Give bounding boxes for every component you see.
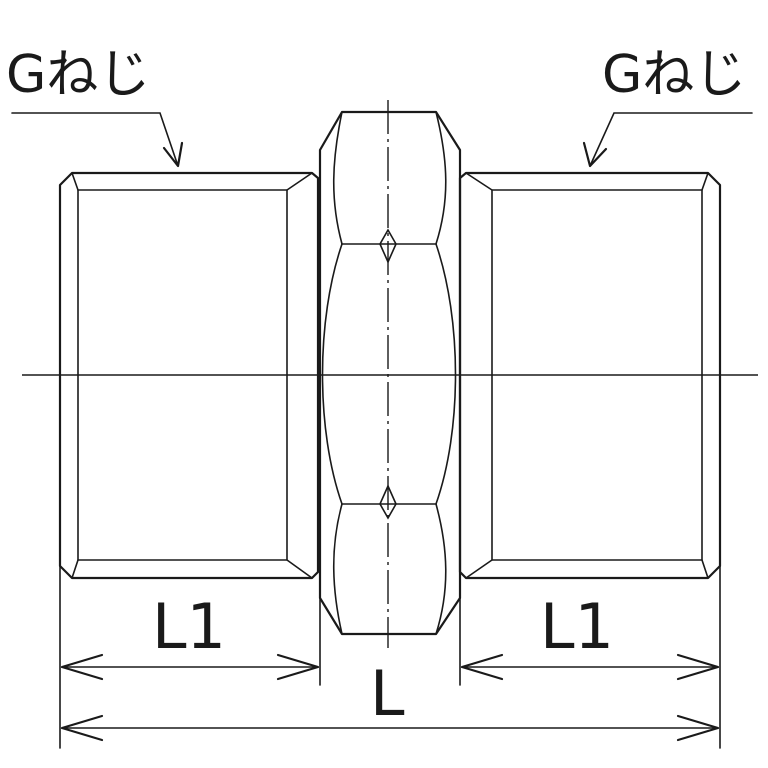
dim-l1-right-arrow-a bbox=[460, 653, 504, 681]
hex-arc-mid-right bbox=[435, 243, 457, 505]
dim-l1-right bbox=[460, 653, 720, 681]
hex-nut bbox=[318, 110, 462, 636]
dim-l1-left-arrow-b bbox=[276, 653, 320, 681]
left-thread-callout bbox=[11, 112, 184, 168]
left-leader-arrowhead bbox=[162, 141, 184, 168]
dim-l1-left bbox=[60, 653, 320, 681]
hex-arc-mid-left bbox=[321, 243, 343, 505]
dim-l-arrow-a bbox=[60, 714, 104, 742]
dim-l-overall bbox=[60, 714, 720, 742]
right-leader-line bbox=[589, 112, 753, 167]
dim-label-l1-right: L1 bbox=[540, 590, 614, 663]
dim-label-l1-left: L1 bbox=[152, 590, 226, 663]
dim-l-arrow-b bbox=[676, 714, 720, 742]
dim-l1-right-arrow-b bbox=[676, 653, 720, 681]
thread-label-left: Gねじ bbox=[6, 45, 150, 105]
hex-arc-top-left bbox=[332, 111, 343, 245]
hex-arc-top-right bbox=[435, 111, 447, 245]
right-leader-arrowhead bbox=[582, 141, 608, 168]
right-thread-callout bbox=[582, 112, 753, 168]
dim-label-l: L bbox=[370, 657, 405, 730]
dim-l1-left-arrow-a bbox=[60, 653, 104, 681]
left-leader-line bbox=[11, 112, 179, 167]
hex-arc-bottom-right bbox=[435, 503, 447, 635]
hex-arc-bottom-left bbox=[332, 503, 343, 635]
thread-label-right: Gねじ bbox=[602, 45, 746, 105]
hex-outline bbox=[318, 110, 462, 636]
